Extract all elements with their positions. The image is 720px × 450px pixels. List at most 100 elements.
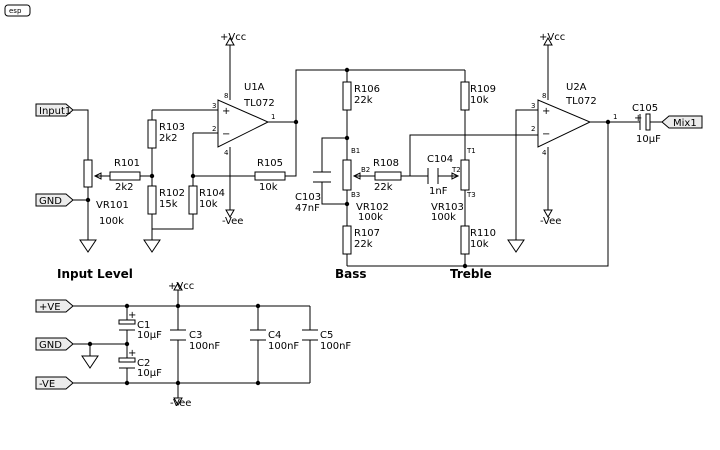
vcc-rail-u1a: +Vcc [220,32,246,46]
u2a-pin-out: 1 [613,113,617,121]
r108-ref: R108 [373,158,399,169]
r105-resistor: R105 10k [254,158,286,193]
c2-capacitor: + C2 10µF [118,348,162,379]
vee-label: -Vee [170,398,191,409]
port-gnd-bottom-label: GND [39,340,62,351]
vee-label: -Vee [222,216,243,227]
r107-value: 22k [354,239,373,250]
vr102-ref: VR102 [356,202,389,213]
vr103-value: 100k [431,212,456,223]
minus-sign: − [542,129,550,140]
u1a-pin-vpos: 8 [224,92,228,100]
r103-ref: R103 [159,122,185,133]
r108-value: 22k [374,182,393,193]
r107-ref: R107 [354,228,380,239]
vcc-rail-u2a: +Vcc [539,32,565,46]
r106-resistor: R106 22k [342,81,380,111]
port-input1[interactable]: Input1 [35,103,74,117]
c2-ref: C2 [137,358,150,369]
vr103-potentiometer[interactable]: T1 T2 T3 VR103 100k [431,147,476,223]
vr101-value: 100k [99,216,124,227]
r106-ref: R106 [354,84,380,95]
vr103-pin3: T3 [466,191,476,199]
u1a-part: TL072 [243,98,275,109]
c103-ref: C103 [295,192,321,203]
vcc-label: +Vcc [539,32,565,43]
c3-ref: C3 [189,330,202,341]
ground-icon [79,239,97,253]
r110-resistor: R110 10k [460,225,496,255]
u2a-pin-noninv: 3 [531,102,535,110]
ground-icon [507,239,525,253]
c105-value: 10µF [636,134,661,145]
vr102-pin3: B3 [351,191,360,199]
r102-value: 15k [159,199,178,210]
c105-ref: C105 [632,103,658,114]
r104-value: 10k [199,199,218,210]
c105-capacitor: C105 + 10µF [632,103,661,145]
port-gnd-top[interactable]: GND [35,193,74,207]
vcc-label: +Vcc [168,281,194,292]
vr101-potentiometer[interactable]: VR101 100k [83,159,129,227]
input-level-caption: Input Level [57,267,133,281]
r103-resistor: R103 2k2 [147,119,185,149]
r104-ref: R104 [199,188,225,199]
vcc-rail-power: +Vcc [168,281,194,292]
r102-resistor: R102 15k [147,185,185,215]
c1-capacitor: + C1 10µF [118,310,162,341]
minus-sign: − [222,129,230,140]
c2-polarity: + [128,348,136,359]
vr102-pin1: B1 [351,147,360,155]
c5-capacitor: C5 100nF [302,329,351,352]
u2a-ref: U2A [566,82,587,93]
u2a-opamp: + − 3 2 1 8 4 U2A TL072 [531,82,617,157]
port-gnd-bottom[interactable]: GND [35,337,74,351]
port-mix1[interactable]: Mix1 [661,115,703,129]
vr103-pin1: T1 [466,147,476,155]
u2a-pin-vneg: 4 [542,149,547,157]
c3-capacitor: C3 100nF [170,329,220,352]
r109-resistor: R109 10k [460,81,496,111]
u1a-pin-inv: 2 [212,125,216,133]
u1a-opamp: + − 3 2 1 8 4 U1A TL072 [212,82,275,157]
u1a-pin-noninv: 3 [212,102,216,110]
port-input1-label: Input1 [39,106,71,117]
treble-caption: Treble [450,267,492,281]
vr101-ref: VR101 [96,200,129,211]
c5-value: 100nF [320,341,351,352]
vr102-value: 100k [358,212,383,223]
u1a-ref: U1A [244,82,265,93]
c4-value: 100nF [268,341,299,352]
port-pos-ve[interactable]: +VE [35,299,74,313]
bass-caption: Bass [335,267,367,281]
plus-sign: + [542,106,550,117]
r109-ref: R109 [470,84,496,95]
c1-polarity: + [128,310,136,321]
u1a-pin-out: 1 [271,113,275,121]
r101-resistor: R101 2k2 [109,158,141,193]
r103-value: 2k2 [159,133,178,144]
c1-ref: C1 [137,320,150,331]
r104-resistor: R104 10k [188,185,225,215]
u2a-pin-vpos: 8 [542,92,546,100]
vee-rail-u2a: -Vee [540,209,561,227]
vr102-potentiometer[interactable]: B1 B2 B3 VR102 100k [342,147,389,223]
port-pos-ve-label: +VE [39,302,61,313]
port-gnd-top-label: GND [39,196,62,207]
c4-capacitor: C4 100nF [250,329,299,352]
ground-icon [143,239,161,253]
r106-value: 22k [354,95,373,106]
c103-value: 47nF [295,203,320,214]
c4-ref: C4 [268,330,281,341]
r105-ref: R105 [257,158,283,169]
c2-value: 10µF [137,368,162,379]
junctions [85,67,611,386]
u1a-pin-vneg: 4 [224,149,229,157]
c103-capacitor: C103 47nF [295,171,331,214]
vcc-label: +Vcc [220,32,246,43]
r110-value: 10k [470,239,489,250]
r101-value: 2k2 [115,182,134,193]
c104-ref: C104 [427,154,453,165]
u2a-pin-inv: 2 [531,125,535,133]
port-neg-ve[interactable]: -VE [35,376,74,390]
